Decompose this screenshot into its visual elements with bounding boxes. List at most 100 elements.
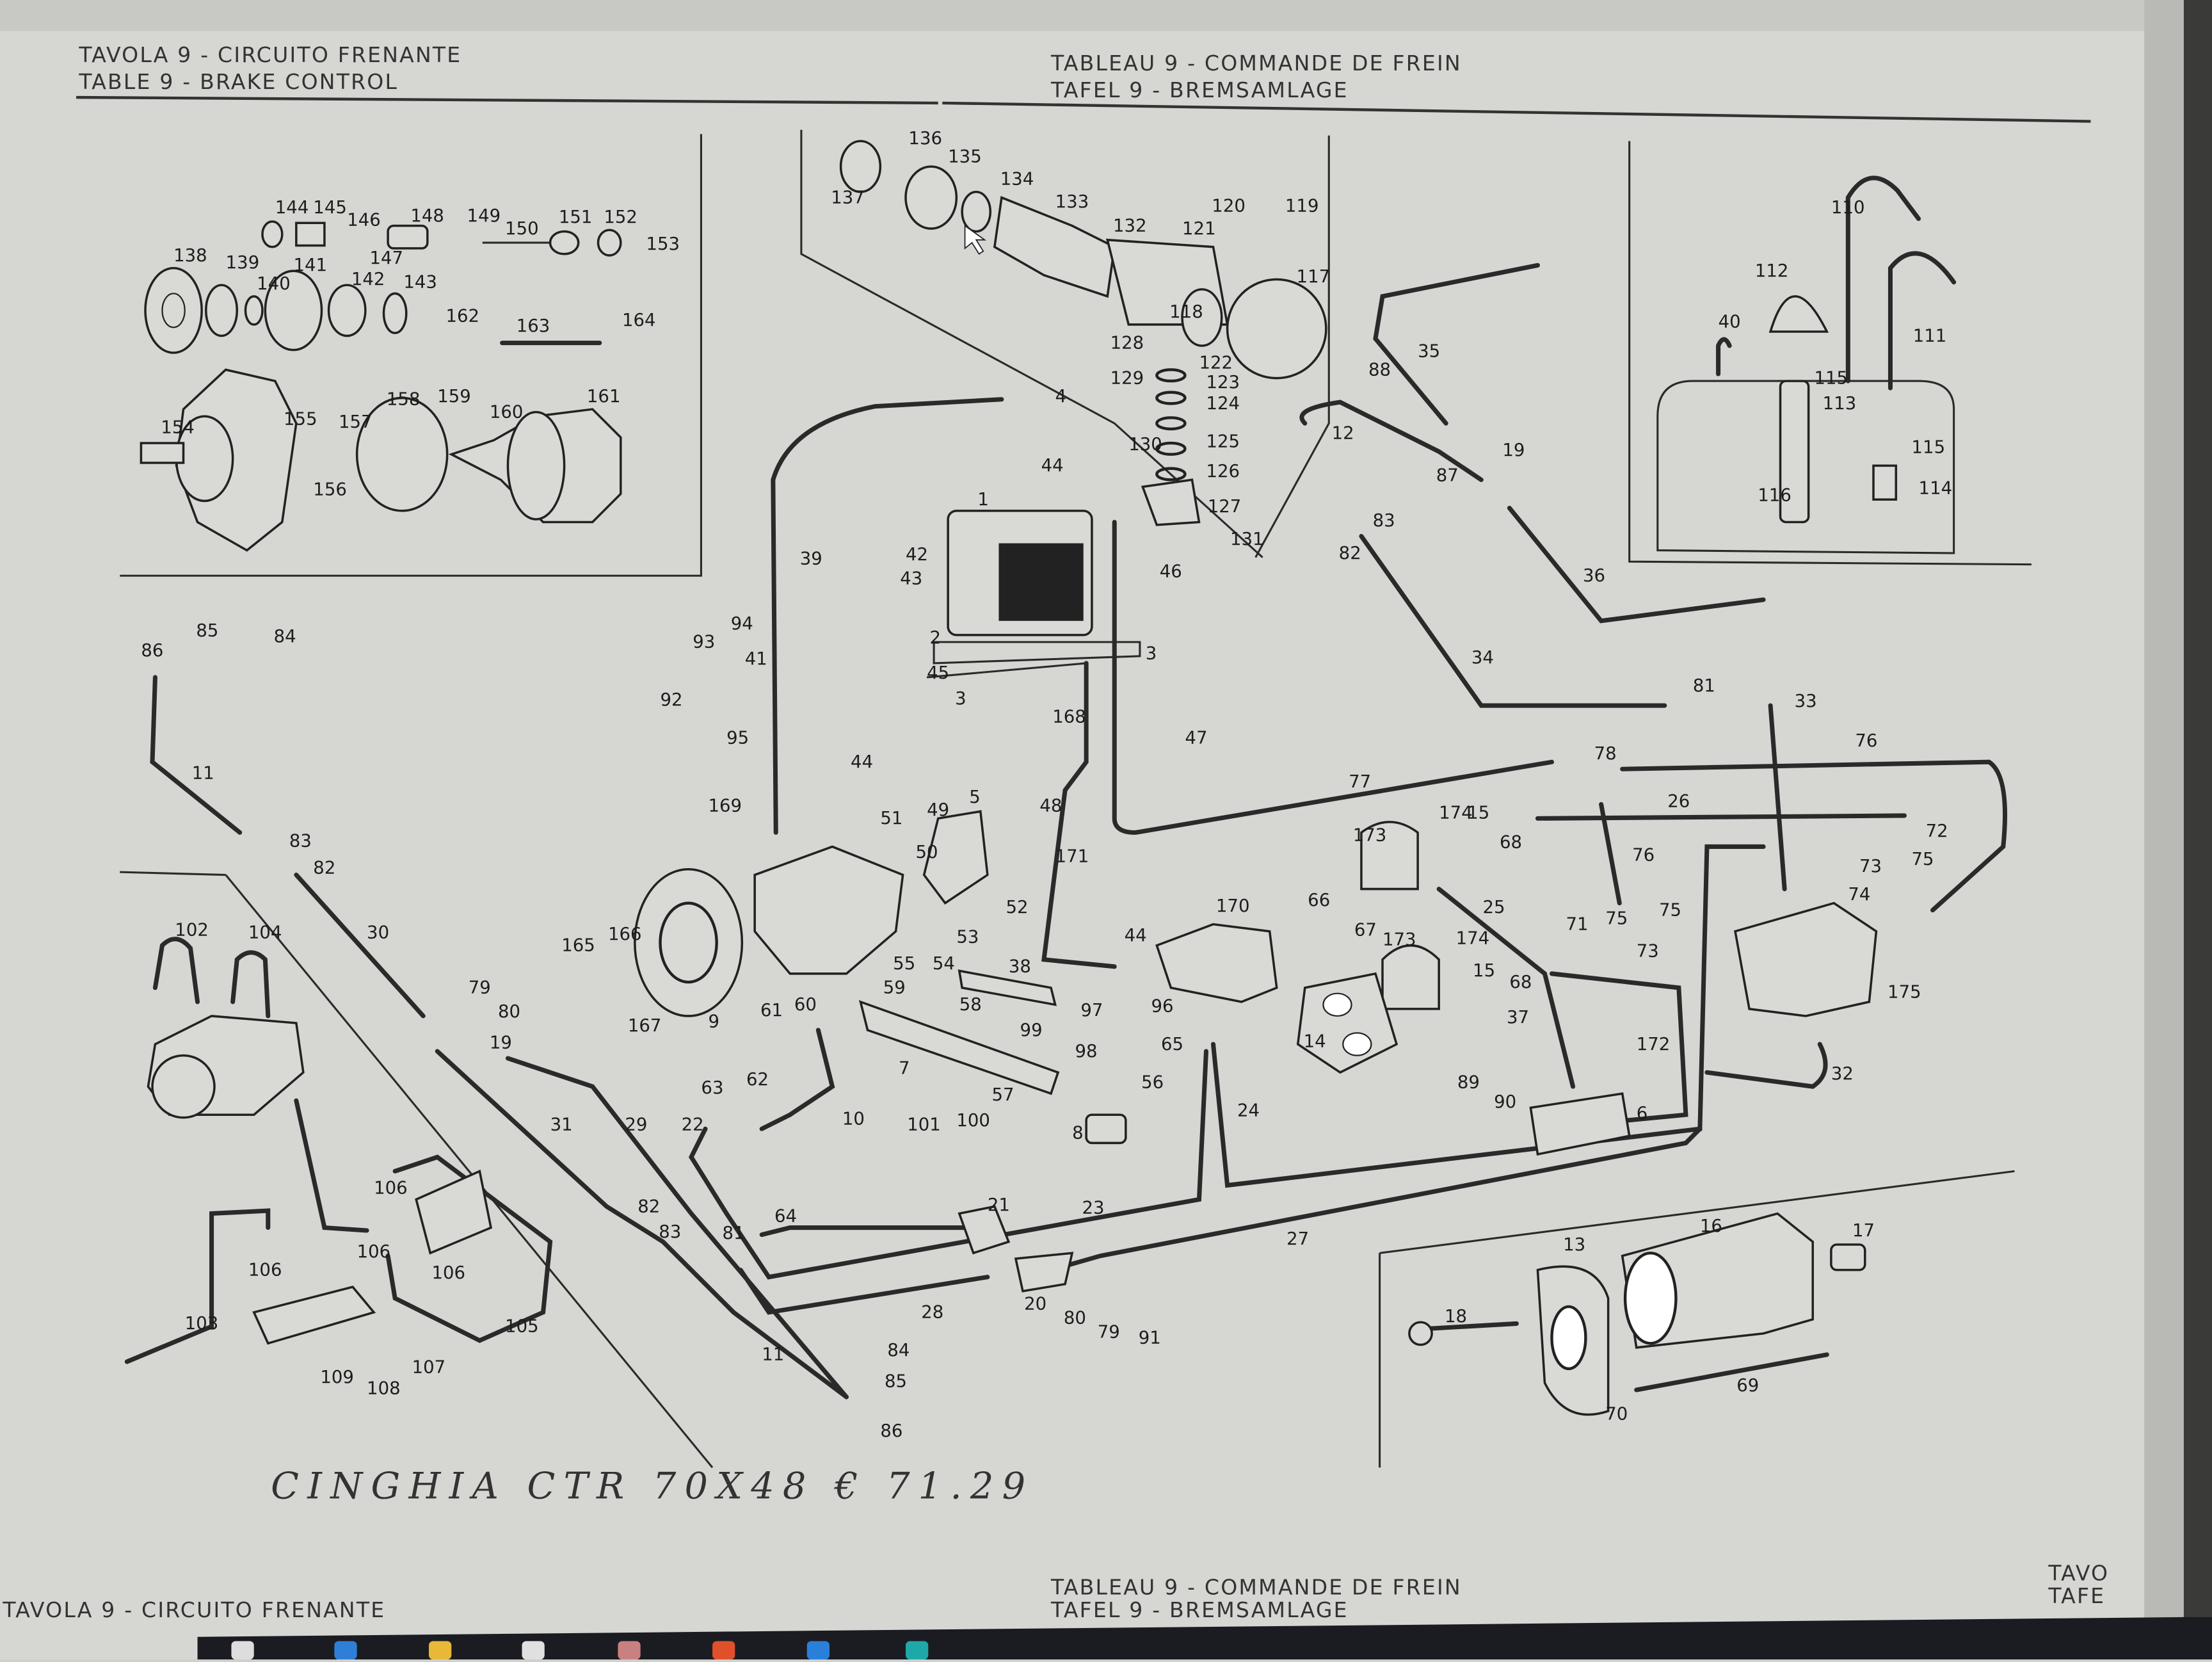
mail-icon[interactable]: [806, 1641, 830, 1659]
store-icon[interactable]: [522, 1641, 545, 1659]
part-number-label: 173: [1353, 825, 1387, 846]
part-number-label: 169: [708, 795, 742, 816]
part-number-label: 62: [746, 1069, 769, 1090]
part-number-label: 22: [682, 1114, 704, 1134]
part-number-label: 33: [1795, 691, 1817, 711]
part-number-label: 157: [339, 412, 373, 432]
edge-browser-icon[interactable]: [334, 1641, 357, 1659]
part-number-label: 87: [1436, 465, 1459, 486]
part-number-label: 125: [1206, 432, 1240, 452]
part-number-label: 69: [1736, 1375, 1759, 1396]
file-explorer-icon[interactable]: [429, 1641, 452, 1659]
part-number-label: 130: [1128, 434, 1162, 455]
part-number-label: 174: [1456, 928, 1490, 949]
part-number-label: 51: [880, 808, 902, 828]
part-number-label: 134: [1000, 169, 1034, 190]
header-left-line2: TABLE 9 - BRAKE CONTROL: [78, 69, 398, 94]
part-number-label: 153: [646, 234, 680, 254]
part-number-label: 23: [1082, 1198, 1105, 1218]
part-number-label: 54: [933, 953, 955, 974]
part-number-label: 63: [701, 1077, 723, 1098]
part-number-label: 35: [1418, 341, 1440, 362]
part-number-label: 159: [437, 386, 471, 407]
part-number-label: 8: [1072, 1123, 1084, 1143]
app-icon[interactable]: [906, 1641, 929, 1659]
part-number-label: 27: [1286, 1229, 1309, 1249]
part-number-label: 28: [921, 1302, 943, 1323]
part-number-label: 32: [1831, 1063, 1854, 1084]
part-number-label: 44: [1041, 455, 1064, 476]
part-number-label: 85: [196, 620, 218, 641]
header-right-line2: TAFEL 9 - BREMSAMLAGE: [1050, 77, 1349, 102]
part-number-label: 115: [1814, 368, 1848, 389]
part-number-label: 82: [313, 857, 335, 878]
part-number-label: 75: [1912, 849, 1934, 869]
photos-icon[interactable]: [618, 1641, 641, 1659]
start-icon[interactable]: [231, 1641, 254, 1659]
central-tank: [926, 510, 1555, 969]
part-number-label: 31: [550, 1114, 573, 1134]
part-number-label: 101: [907, 1114, 941, 1134]
part-number-label: 15: [1467, 802, 1489, 823]
part-number-label: 45: [927, 663, 949, 683]
part-number-label: 84: [887, 1340, 910, 1360]
part-number-label: 102: [175, 919, 209, 940]
footer-right-line1: TABLEAU 9 - COMMANDE DE FREIN: [1050, 1575, 1462, 1600]
part-number-label: 155: [284, 408, 317, 429]
part-number-label: 95: [726, 728, 749, 748]
part-number-label: 40: [1719, 311, 1741, 332]
part-number-label: 133: [1055, 191, 1089, 212]
part-number-label: 120: [1212, 196, 1246, 216]
part-number-label: 25: [1482, 897, 1505, 917]
header-right-line1: TABLEAU 9 - COMMANDE DE FREIN: [1050, 51, 1462, 76]
part-number-label: 19: [490, 1033, 512, 1053]
part-number-label: 123: [1206, 372, 1240, 392]
part-number-label: 47: [1185, 728, 1207, 748]
part-number-label: 117: [1297, 266, 1331, 287]
part-number-label: 81: [722, 1223, 744, 1243]
part-number-label: 135: [948, 146, 982, 166]
part-number-label: 158: [387, 389, 421, 410]
part-number-label: 121: [1182, 218, 1216, 239]
part-number-label: 115: [1912, 437, 1946, 458]
part-number-label: 71: [1566, 914, 1589, 934]
part-number-label: 79: [469, 978, 491, 998]
part-number-label: 144: [275, 197, 309, 218]
part-number-label: 53: [956, 926, 979, 947]
part-number-label: 140: [257, 273, 291, 294]
part-number-label: 85: [885, 1371, 907, 1392]
part-number-label: 106: [248, 1259, 282, 1280]
part-number-label: 60: [794, 994, 817, 1015]
part-number-label: 142: [351, 269, 385, 289]
part-number-label: 83: [1373, 510, 1395, 531]
part-number-label: 6: [1637, 1103, 1648, 1124]
part-number-label: 49: [927, 800, 949, 820]
part-number-label: 86: [141, 640, 163, 661]
part-number-label: 98: [1075, 1041, 1098, 1061]
part-number-label: 18: [1445, 1306, 1467, 1327]
part-number-label: 36: [1583, 565, 1605, 586]
part-number-label: 103: [185, 1313, 219, 1334]
chrome-icon[interactable]: [712, 1641, 735, 1659]
part-number-label: 74: [1848, 884, 1870, 905]
part-number-label: 107: [412, 1357, 446, 1378]
part-number-label: 173: [1382, 930, 1416, 950]
part-number-label: 81: [1693, 675, 1715, 696]
reservoir-assembly: [1656, 175, 1957, 554]
part-number-label: 44: [1125, 925, 1147, 946]
part-number-label: 82: [637, 1196, 660, 1216]
part-number-label: 68: [1509, 972, 1532, 992]
part-number-label: 126: [1206, 461, 1240, 481]
part-number-label: 11: [192, 763, 214, 784]
part-number-label: 90: [1494, 1092, 1516, 1112]
header-rule: [942, 101, 2091, 123]
part-number-label: 78: [1594, 743, 1617, 764]
part-number-label: 110: [1831, 197, 1865, 218]
footer-right-line2: TAFEL 9 - BREMSAMLAGE: [1050, 1597, 1349, 1622]
part-number-label: 146: [347, 210, 381, 230]
part-number-label: 160: [490, 401, 524, 422]
part-number-label: 55: [893, 953, 915, 974]
part-number-label: 83: [289, 830, 312, 851]
part-number-label: 72: [1926, 821, 1948, 841]
